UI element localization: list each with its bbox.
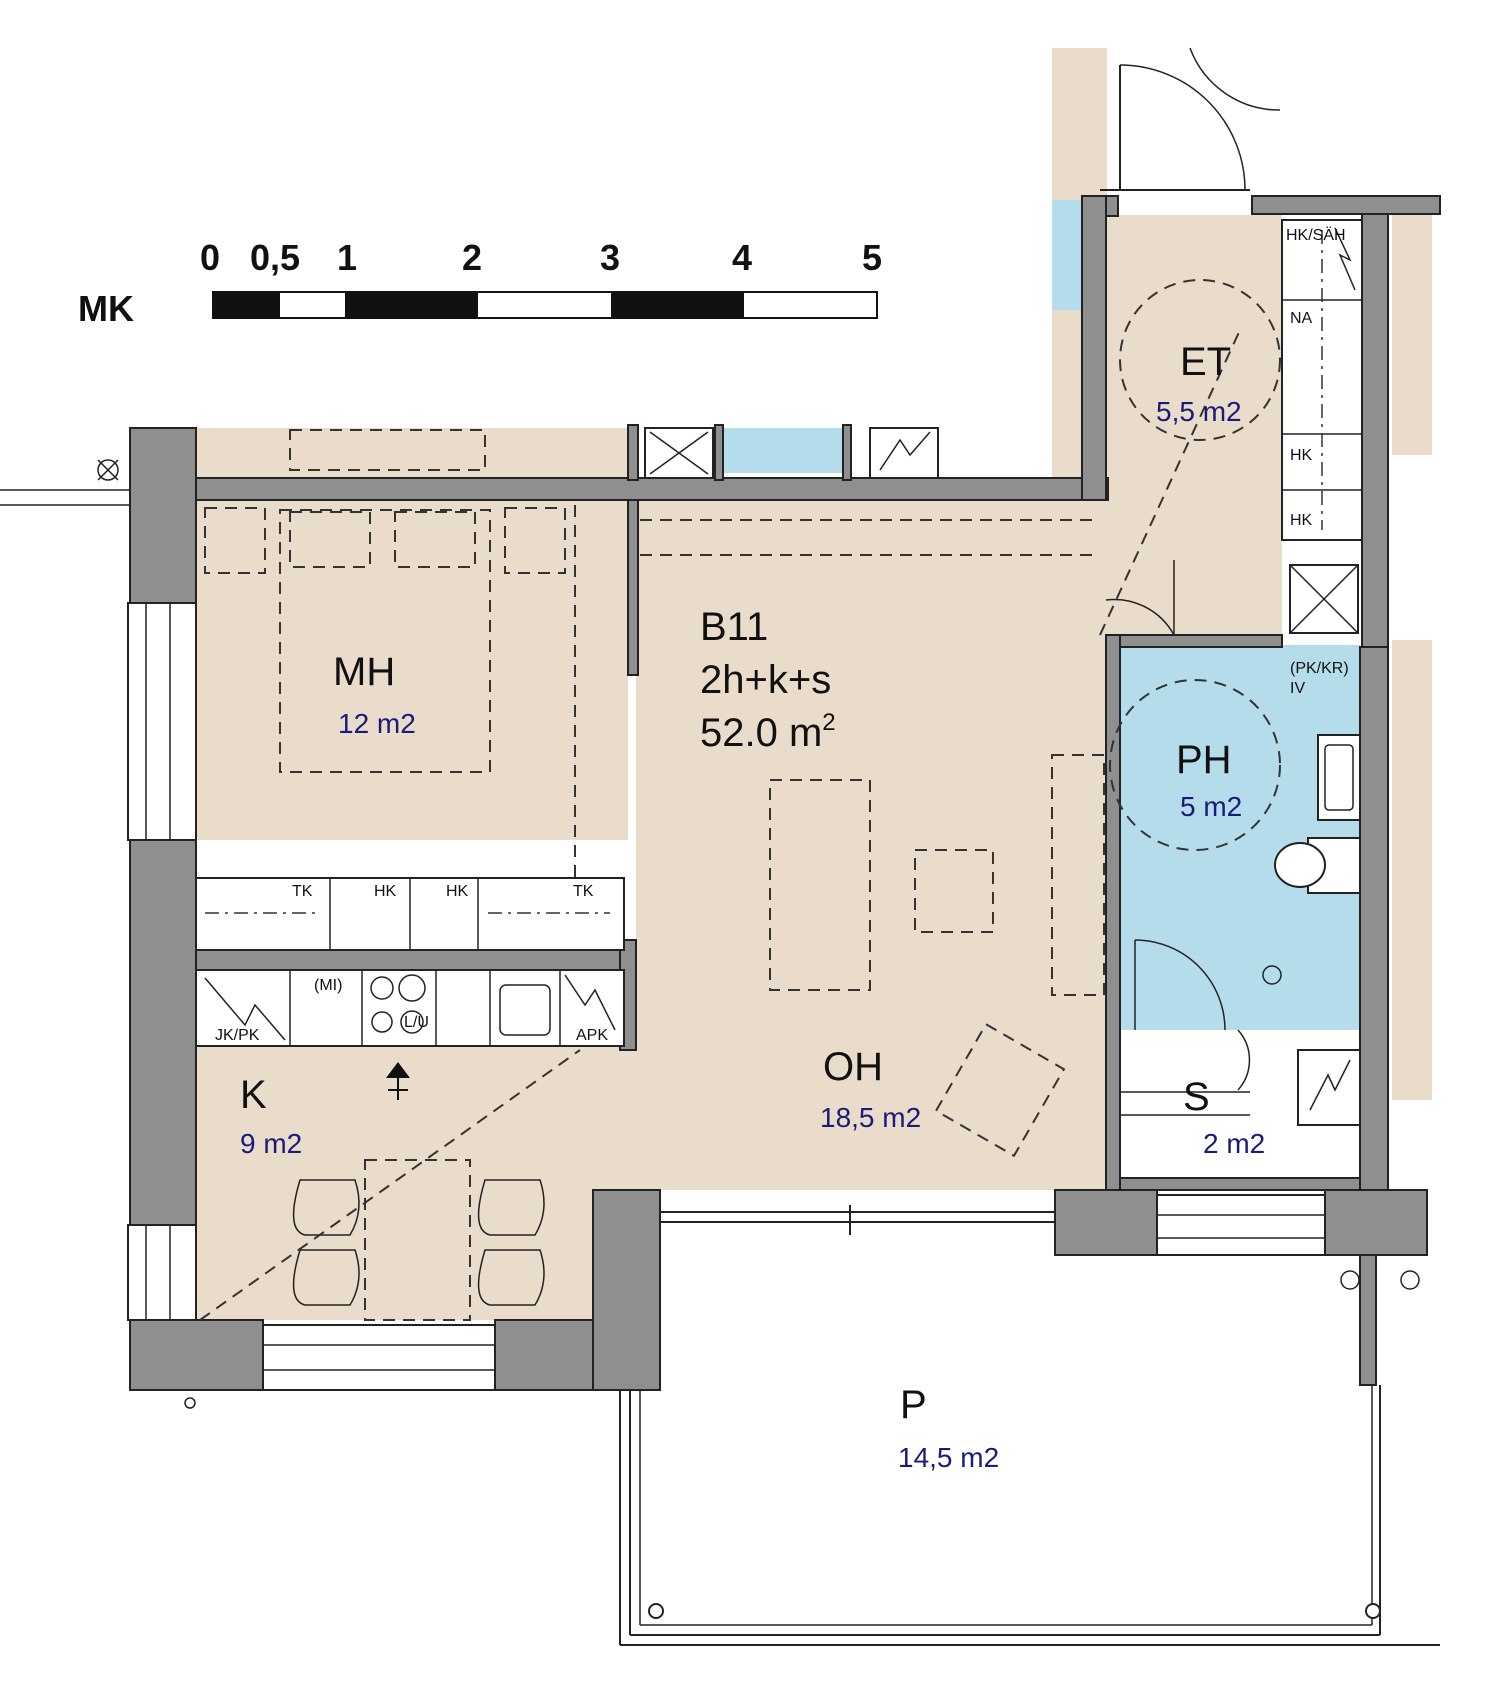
fixture-hk-4: HK (446, 883, 469, 900)
fixture-hk-2: HK (1290, 512, 1313, 529)
room-et-area: 5,5 m2 (1156, 396, 1242, 427)
scale-tick-5: 5 (862, 237, 882, 278)
furniture-outlines (97, 279, 1420, 1321)
scale-tick-2: 2 (462, 237, 482, 278)
room-p-area: 14,5 m2 (898, 1442, 999, 1473)
cabinets (195, 219, 1363, 1126)
fixture-jk-pk: JK/PK (215, 1027, 260, 1044)
balcony (184, 1385, 1440, 1646)
apartment-area: 52.0 m2 (700, 709, 836, 755)
room-mh-area: 12 m2 (338, 708, 416, 739)
fixture-tk-2: TK (573, 883, 594, 900)
fixture-hk-sah: HK/SÄH (1286, 226, 1346, 244)
fixture-apk: APK (576, 1027, 608, 1044)
apartment-area-superscript: 2 (822, 709, 835, 736)
apartment-type: 2h+k+s (700, 658, 831, 702)
room-k-area: 9 m2 (240, 1128, 302, 1159)
scale-tick-0-5: 0,5 (250, 237, 300, 278)
scale-tick-4: 4 (732, 237, 752, 278)
ventilation-icon (386, 1062, 410, 1100)
doors (1100, 47, 1281, 1091)
room-ph-area: 5 m2 (1180, 791, 1242, 822)
room-s-name: S (1183, 1075, 1210, 1119)
scale-tick-1: 1 (337, 237, 357, 278)
scale-tick-3: 3 (600, 237, 620, 278)
fixture-mi: (MI) (314, 977, 342, 994)
room-et-name: ET (1180, 340, 1231, 384)
fixture-tk-1: TK (292, 883, 313, 900)
fixture-lu: L/U (404, 1014, 429, 1031)
fixture-iv: IV (1290, 680, 1305, 697)
scale-bar (212, 291, 878, 319)
fixture-na: NA (1290, 310, 1313, 327)
fixture-hk-1: HK (1290, 447, 1313, 464)
room-mh-name: MH (333, 650, 395, 694)
room-s-area: 2 m2 (1203, 1128, 1265, 1159)
fixture-hk-3: HK (374, 883, 397, 900)
room-p-name: P (900, 1383, 927, 1427)
scale-tick-0: 0 (200, 237, 220, 278)
room-oh-area: 18,5 m2 (820, 1102, 921, 1133)
windows (0, 489, 1326, 1391)
room-k-name: K (240, 1073, 267, 1117)
room-oh-name: OH (823, 1045, 883, 1089)
apartment-code: B11 (700, 605, 768, 649)
scale-label: MK (78, 288, 134, 329)
room-ph-name: PH (1176, 738, 1232, 782)
fixture-pk-kr: (PK/KR) (1290, 660, 1349, 677)
